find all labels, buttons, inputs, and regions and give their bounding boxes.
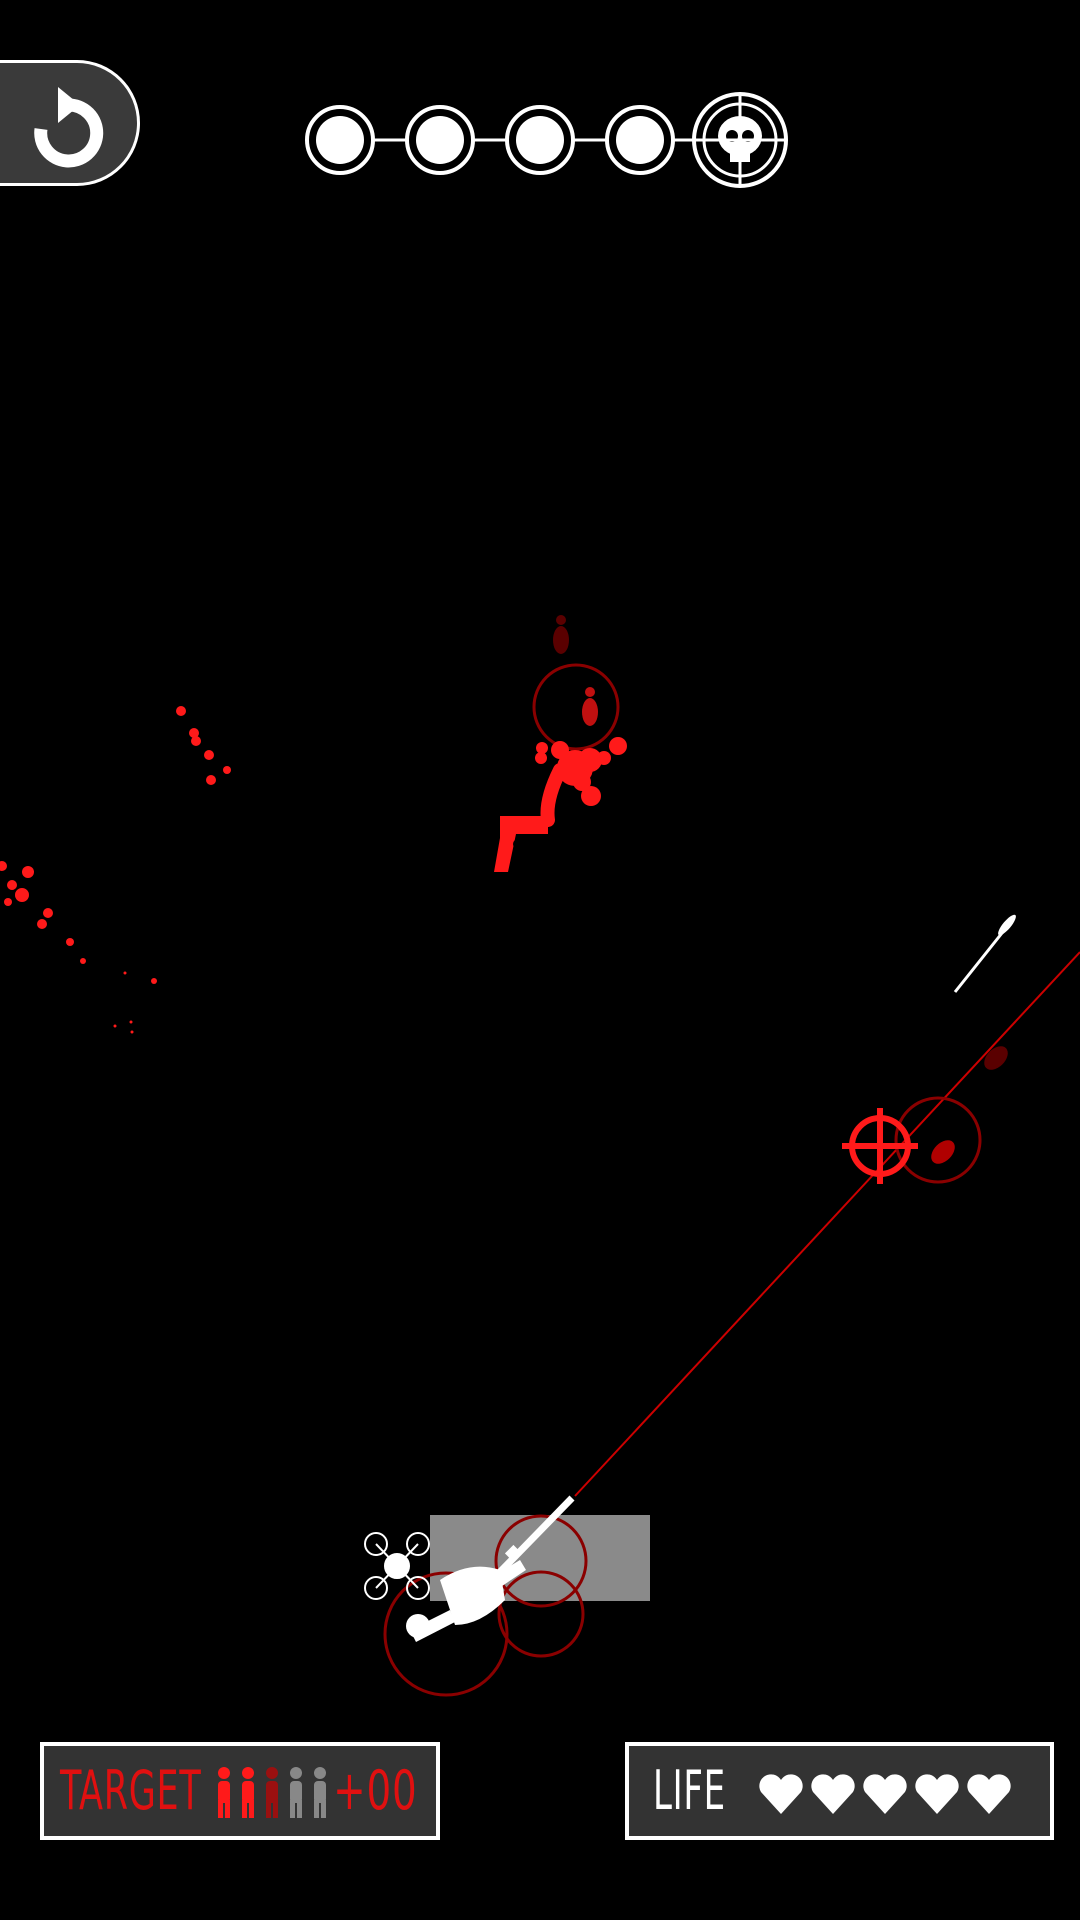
skull-crosshair-icon (692, 92, 788, 188)
stage-dot (405, 105, 475, 175)
restart-button[interactable] (0, 60, 140, 186)
stage-dot (305, 105, 375, 175)
drone-icon[interactable] (364, 1532, 430, 1600)
heart-icon (863, 1774, 907, 1814)
crosshair-icon (842, 1108, 918, 1184)
dead-enemy (535, 737, 627, 827)
life-panel: LIFE (625, 1742, 1054, 1840)
target-figure-icon (314, 1767, 326, 1818)
aim-laser (574, 951, 1080, 1497)
restart-icon (34, 87, 104, 168)
target-score: +00 (333, 1759, 418, 1822)
player-sniper[interactable] (406, 1495, 575, 1642)
enemy-silhouette (984, 1046, 1008, 1070)
bullet (953, 914, 1016, 993)
target-figure-icon (266, 1767, 278, 1818)
target-figure-icon (218, 1767, 230, 1818)
target-label: TARGET (60, 1759, 202, 1822)
heart-icon (811, 1774, 855, 1814)
target-enemy[interactable] (894, 1096, 982, 1184)
enemy-silhouette (553, 615, 569, 654)
player-range-rings (383, 1514, 588, 1697)
blood-splatter (0, 706, 231, 1034)
stage-dot (505, 105, 575, 175)
target-figure-icon (290, 1767, 302, 1818)
stage-dot (605, 105, 675, 175)
target-figure-icon (242, 1767, 254, 1818)
life-hearts (759, 1774, 1011, 1814)
life-label: LIFE (653, 1759, 726, 1822)
heart-icon (759, 1774, 803, 1814)
target-enemy[interactable] (532, 663, 620, 751)
stage-progress (305, 92, 788, 188)
target-figures (218, 1767, 326, 1818)
heart-icon (915, 1774, 959, 1814)
heart-icon (967, 1774, 1011, 1814)
pistol-icon (494, 816, 548, 872)
target-panel: TARGET +00 (40, 1742, 440, 1840)
